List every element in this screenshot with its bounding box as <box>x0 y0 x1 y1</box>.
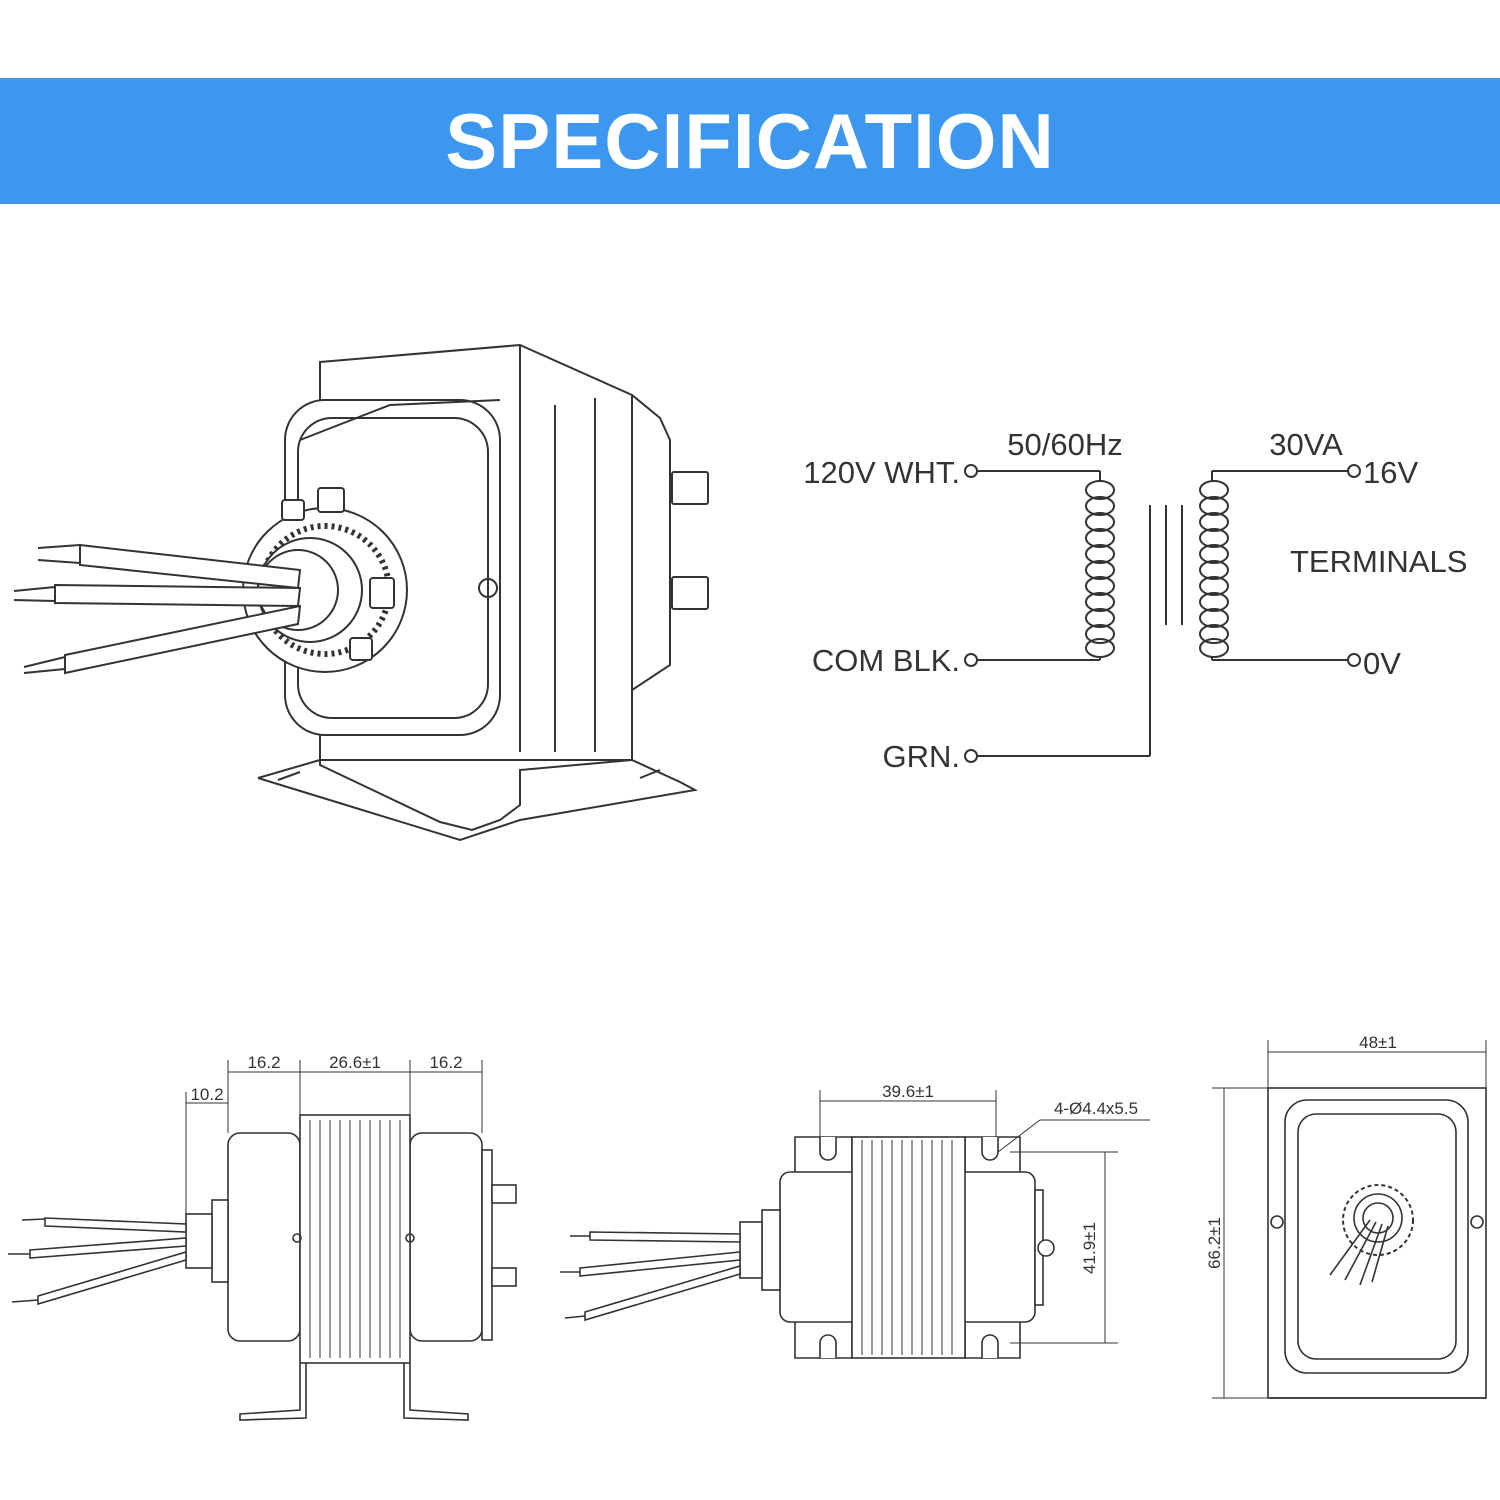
title-banner: SPECIFICATION <box>0 78 1500 204</box>
transformer-3d-view <box>13 343 709 842</box>
terminal-com <box>964 653 978 667</box>
label-16v: 16V <box>1363 455 1418 490</box>
dim-side-core-width: 39.6±1 <box>882 1082 934 1101</box>
dim-side-height: 41.9±1 <box>1080 1222 1099 1274</box>
label-com-blk: COM BLK. <box>812 643 960 678</box>
front-view-dimension-lines <box>185 1060 483 1214</box>
label-power-rating: 30VA <box>1269 427 1343 462</box>
dim-end-width: 48±1 <box>1359 1033 1397 1052</box>
dim-side-holes: 4-Ø4.4x5.5 <box>1054 1099 1138 1118</box>
label-120v-wht: 120V WHT. <box>803 455 960 490</box>
terminal-0v <box>1347 653 1361 667</box>
label-frequency: 50/60Hz <box>1007 427 1122 462</box>
banner-title: SPECIFICATION <box>445 96 1055 185</box>
front-view <box>8 1114 517 1421</box>
terminal-lower-tab <box>671 576 709 610</box>
terminal-upper-tab <box>671 471 709 505</box>
front-core-laminations <box>309 1120 401 1358</box>
dim-front-grommet: 10.2 <box>190 1085 223 1104</box>
end-view <box>1267 1087 1487 1399</box>
label-grn: GRN. <box>883 739 961 774</box>
side-view <box>560 1136 1055 1359</box>
wiring-schematic <box>964 464 1361 763</box>
end-view-dimension-lines <box>1212 1040 1487 1399</box>
dim-front-core: 26.6±1 <box>329 1053 381 1072</box>
transformer-core <box>1149 505 1183 756</box>
primary-coil <box>1085 471 1115 660</box>
terminal-16v <box>1347 464 1361 478</box>
dim-end-height: 66.2±1 <box>1205 1217 1224 1269</box>
terminal-grn <box>964 749 978 763</box>
side-view-dimension-lines <box>819 1090 1150 1344</box>
terminal-120v <box>964 464 978 478</box>
mounting-hole <box>478 578 498 598</box>
dim-front-right-end: 16.2 <box>429 1053 462 1072</box>
label-terminals: TERMINALS <box>1290 544 1467 579</box>
label-0v: 0V <box>1363 646 1401 681</box>
secondary-coil <box>1199 470 1348 661</box>
dim-front-left-end: 16.2 <box>247 1053 280 1072</box>
side-core-laminations <box>861 1140 953 1355</box>
front-view-wires <box>8 1217 187 1306</box>
lead-wires <box>13 543 302 675</box>
side-view-wires <box>560 1231 741 1322</box>
